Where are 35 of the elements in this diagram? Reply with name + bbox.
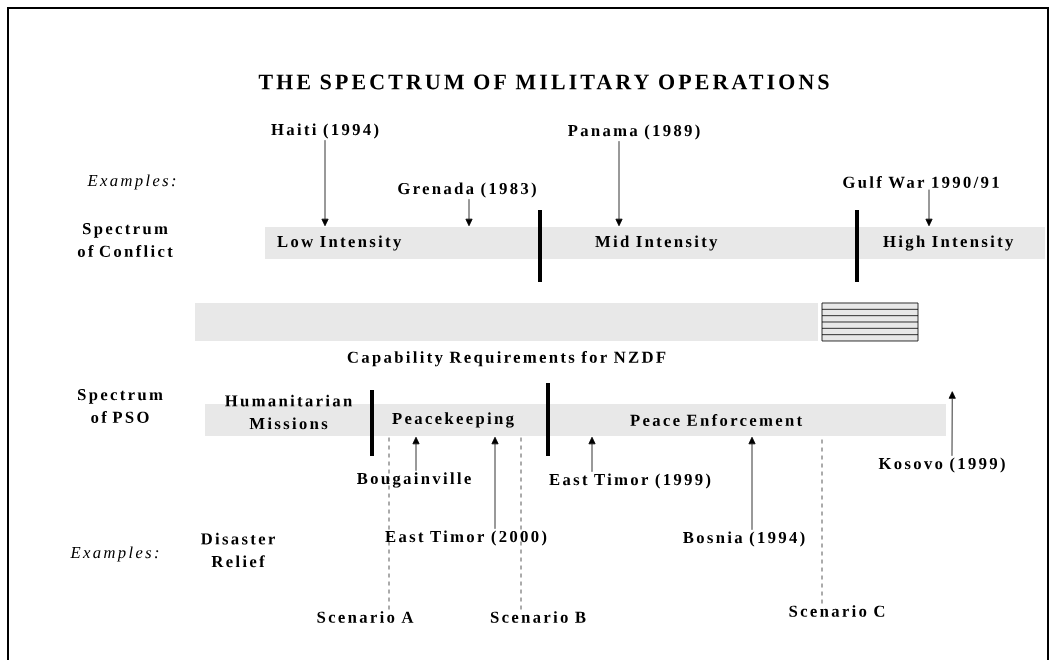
arrow [748,436,756,531]
arrow [925,189,933,227]
arrow [948,391,956,457]
example-label: Panama (1989) [566,123,702,141]
example-label: Scenario A [315,609,415,625]
example-label: Scenario C [787,603,887,619]
example-label: Kosovo (1999) [877,456,1007,474]
side-label: Examples: [87,174,176,190]
side-label: Spectrum of PSO [78,389,163,423]
title: THE SPECTRUM OF MILITARY OPERATIONS [258,74,829,90]
arrow [588,436,596,473]
band-segment: Low Intensity [265,227,540,259]
capability-bar: Capability Requirements for NZDF [195,303,818,367]
example-label: Scenario B [488,609,588,625]
arrow [465,198,473,227]
node-label: Capability Requirements for NZDF [347,350,666,367]
arrow [412,436,420,472]
arrow [615,140,623,227]
band-segment: High Intensity [857,227,1045,259]
hatched-box [821,302,919,342]
example-label: East Timor (2000) [383,529,549,547]
arrow [491,436,499,530]
side-label: Disaster Relief [201,532,275,568]
band-segment: Mid Intensity [540,227,857,259]
band-segment: Peacekeeping [372,404,548,436]
example-label: East Timor (1999) [547,472,713,490]
example-label: Grenada (1983) [396,181,538,199]
side-label: Spectrum of Conflict [77,223,173,257]
side-label: Examples: [70,546,159,562]
example-label: Gulf War 1990/91 [841,174,1001,190]
band-segment: Humanitarian Missions [205,394,372,436]
example-label: Bosnia (1994) [681,530,807,548]
example-label: Bougainville [355,471,473,489]
arrow [321,139,329,227]
example-label: Haiti (1994) [269,122,381,140]
